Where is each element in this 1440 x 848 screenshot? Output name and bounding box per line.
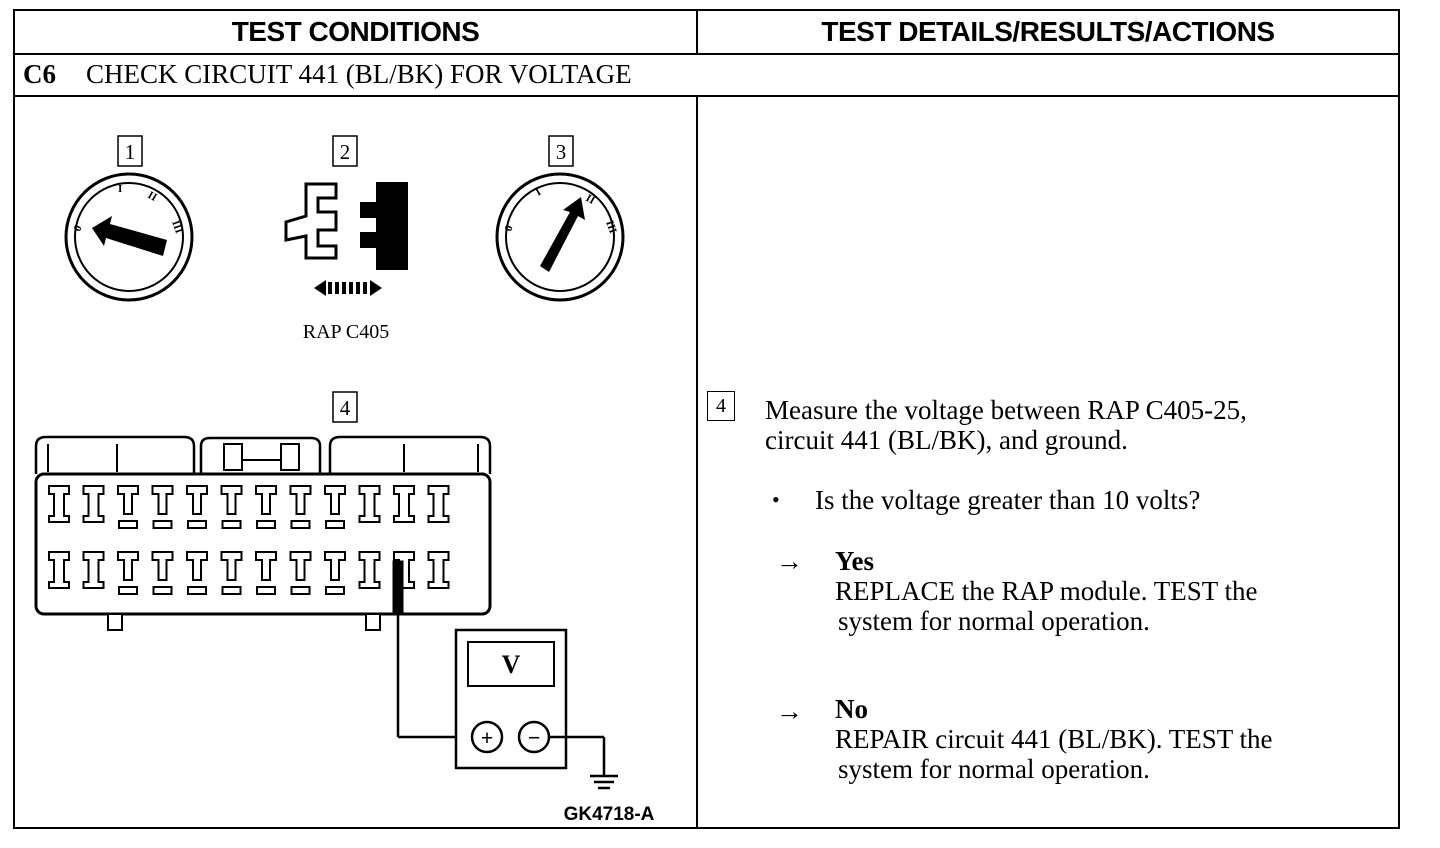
table-header-row: TEST CONDITIONS TEST DETAILS/RESULTS/ACT… bbox=[15, 11, 1398, 55]
body-divider bbox=[696, 97, 698, 827]
pin-cavity bbox=[151, 485, 174, 515]
svg-text:1: 1 bbox=[125, 140, 136, 164]
rap-c405-connector-face-icon bbox=[34, 435, 492, 631]
svg-text:2: 2 bbox=[340, 140, 351, 164]
pin-cavity bbox=[255, 485, 277, 515]
pin-cavity bbox=[117, 551, 139, 581]
pin-cavity bbox=[117, 485, 139, 515]
figure-label-4: 4 bbox=[332, 391, 358, 423]
pin-cavity bbox=[82, 485, 105, 523]
connector-pin-cavities bbox=[48, 485, 450, 595]
svg-text:3: 3 bbox=[556, 140, 567, 164]
pin-cavity bbox=[48, 485, 70, 523]
step-id: C6 bbox=[23, 59, 56, 89]
figure-label-3: 3 bbox=[548, 135, 574, 167]
header-test-conditions: TEST CONDITIONS bbox=[231, 16, 480, 47]
pin-cavity bbox=[393, 485, 415, 523]
pin-cavity bbox=[186, 551, 208, 581]
pin-lock-tab bbox=[221, 586, 242, 595]
figure-label-2: 2 bbox=[332, 135, 358, 167]
pin-lock-tab bbox=[187, 520, 207, 529]
connector-caption: RAP C405 bbox=[303, 321, 390, 343]
meter-negative-terminal: − bbox=[528, 725, 541, 750]
header-divider bbox=[696, 11, 698, 53]
pin-cavity bbox=[289, 551, 312, 581]
meter-display: V bbox=[502, 650, 521, 679]
pin-cavity bbox=[427, 551, 450, 589]
pin-lock-tab bbox=[325, 520, 345, 529]
svg-text:4: 4 bbox=[340, 396, 351, 420]
connector-disconnect-icon bbox=[284, 182, 408, 296]
ignition-switch-off-icon: 0 I II III bbox=[64, 172, 194, 302]
svg-text:III: III bbox=[169, 219, 185, 235]
meter-positive-terminal: + bbox=[481, 725, 494, 750]
pin-cavity bbox=[358, 551, 381, 589]
pin-cavity bbox=[255, 551, 277, 581]
svg-text:0: 0 bbox=[503, 223, 516, 233]
pin-cavity bbox=[358, 485, 381, 523]
test-table: TEST CONDITIONS TEST DETAILS/RESULTS/ACT… bbox=[13, 9, 1400, 829]
step-title-row: C6 CHECK CIRCUIT 441 (BL/BK) FOR VOLTAGE bbox=[15, 53, 1398, 97]
pin-lock-tab bbox=[152, 520, 173, 529]
pin-cavity bbox=[220, 485, 243, 515]
pin-cavity bbox=[186, 485, 208, 515]
svg-text:0: 0 bbox=[72, 223, 85, 233]
pin-cavity bbox=[324, 551, 346, 581]
pin-lock-tab bbox=[187, 586, 207, 595]
svg-text:I: I bbox=[118, 183, 122, 195]
step-title: C6 CHECK CIRCUIT 441 (BL/BK) FOR VOLTAGE bbox=[23, 59, 632, 90]
svg-text:I: I bbox=[534, 186, 544, 199]
ignition-switch-run-icon: 0 I II III bbox=[495, 172, 625, 302]
pin-lock-tab bbox=[290, 586, 311, 595]
pin-cavity bbox=[48, 551, 70, 589]
pin-lock-tab bbox=[256, 520, 276, 529]
pin-cavity bbox=[220, 551, 243, 581]
ground-symbol-icon bbox=[590, 774, 618, 790]
pin-cavity bbox=[427, 485, 450, 523]
pin-lock-tab bbox=[118, 520, 138, 529]
pin-lock-tab bbox=[118, 586, 138, 595]
figure-id: GK4718-A bbox=[564, 804, 655, 825]
pin-lock-tab bbox=[290, 520, 311, 529]
voltmeter-icon: V + − bbox=[392, 560, 606, 776]
pin-lock-tab bbox=[325, 586, 345, 595]
pin-cavity bbox=[324, 485, 346, 515]
pin-cavity bbox=[82, 551, 105, 589]
header-test-details: TEST DETAILS/RESULTS/ACTIONS bbox=[821, 16, 1275, 47]
svg-text:III: III bbox=[603, 219, 619, 235]
pin-cavity bbox=[151, 551, 174, 581]
figure-label-1: 1 bbox=[117, 135, 143, 167]
step-title-text: CHECK CIRCUIT 441 (BL/BK) FOR VOLTAGE bbox=[86, 59, 632, 89]
pin-lock-tab bbox=[221, 520, 242, 529]
pin-cavity bbox=[289, 485, 312, 515]
pin-lock-tab bbox=[256, 586, 276, 595]
pin-lock-tab bbox=[152, 586, 173, 595]
